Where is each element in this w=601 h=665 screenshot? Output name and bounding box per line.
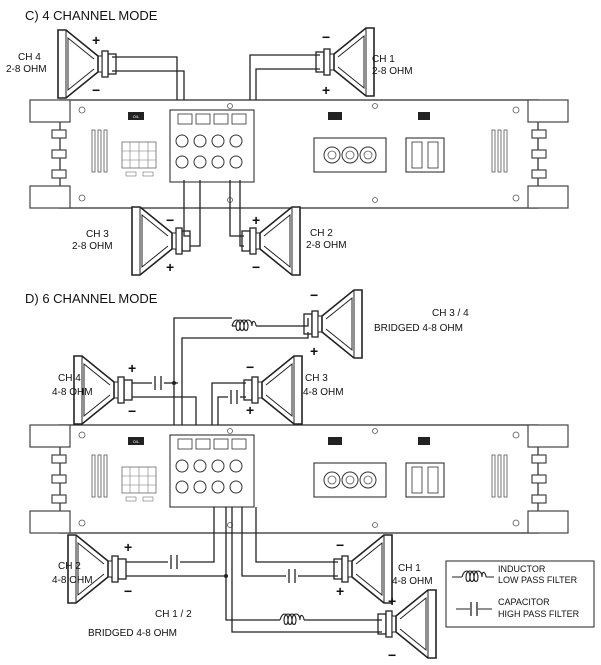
c-ch2-minus: − xyxy=(252,259,260,275)
legend-inductor-line2: LOW PASS FILTER xyxy=(498,575,578,585)
c-ch4-name: CH 4 xyxy=(18,52,41,63)
c-ch2-name: CH 2 xyxy=(310,228,333,239)
speaker-c-ch4 xyxy=(58,30,116,98)
d-ch12-name: CH 1 / 2 xyxy=(155,609,192,620)
capacitor-icon xyxy=(170,554,178,570)
d-ch1-minus: − xyxy=(336,537,344,553)
d-ch2-ohm: 4-8 OHM xyxy=(52,575,93,586)
d-ch4-ohm: 4-8 OHM xyxy=(52,387,93,398)
c-ch3-minus: − xyxy=(166,212,174,228)
capacitor-icon xyxy=(154,375,162,391)
speaker-icon xyxy=(58,30,116,98)
amplifier-c xyxy=(29,99,569,209)
inductor-icon xyxy=(231,319,257,332)
d-ch12-minus: − xyxy=(388,647,396,663)
speaker-icon xyxy=(132,207,190,275)
section-c-title: C) 4 CHANNEL MODE xyxy=(25,8,158,23)
d-ch34-name: CH 3 / 4 xyxy=(432,308,469,319)
d-ch3-plus: + xyxy=(246,402,254,418)
d-ch2-minus: − xyxy=(124,583,132,599)
d-ch1-ohm: 4-8 OHM xyxy=(392,576,433,587)
legend-inductor-line1: INDUCTOR xyxy=(498,564,546,574)
d-ch4-name: CH 4 xyxy=(58,373,81,384)
speaker-icon xyxy=(241,206,301,276)
c-ch4-plus: + xyxy=(92,32,100,48)
legend-inductor: INDUCTOR LOW PASS FILTER xyxy=(452,564,578,585)
c-ch1-name: CH 1 xyxy=(372,54,395,65)
c-ch3-ohm: 2-8 OHM xyxy=(72,241,113,252)
c-ch1-plus: + xyxy=(322,82,330,98)
d-ch1-plus: + xyxy=(336,583,344,599)
speaker-c-ch3 xyxy=(132,207,190,275)
d-ch2-plus: + xyxy=(124,539,132,555)
d-ch4-minus: − xyxy=(128,403,136,419)
capacitor-icon xyxy=(288,568,296,584)
legend-capacitor-line2: HIGH PASS FILTER xyxy=(498,609,580,619)
d-ch3-minus: − xyxy=(246,359,254,375)
c-ch4-minus: − xyxy=(92,82,100,98)
capacitor-icon xyxy=(230,389,238,405)
c-ch2-ohm: 2-8 OHM xyxy=(306,240,347,251)
inductor-icon xyxy=(279,613,305,626)
d-ch34-minus: − xyxy=(310,287,318,303)
d-ch1-name: CH 1 xyxy=(398,563,421,574)
c-ch1-ohm: 2-8 OHM xyxy=(372,66,413,77)
c-ch3-plus: + xyxy=(166,259,174,275)
legend-capacitor-line1: CAPACITOR xyxy=(498,597,550,607)
c-ch3-name: CH 3 xyxy=(86,229,109,240)
c-ch2-plus: + xyxy=(252,212,260,228)
d-ch3-name: CH 3 xyxy=(305,373,328,384)
d-ch2-name: CH 2 xyxy=(58,561,81,572)
d-ch3-ohm: 4-8 OHM xyxy=(303,387,344,398)
d-ch4-plus: + xyxy=(128,360,136,376)
amplifier-icon xyxy=(29,99,569,209)
c-ch1-minus: − xyxy=(322,29,330,45)
d-ch34-ohm: BRIDGED 4-8 OHM xyxy=(374,323,463,334)
legend: INDUCTOR LOW PASS FILTER CAPACITOR HIGH … xyxy=(445,560,595,628)
c-ch4-ohm: 2-8 OHM xyxy=(6,64,47,75)
speaker-c-ch2 xyxy=(241,206,301,276)
wires-c xyxy=(112,54,320,247)
d-ch12-ohm: BRIDGED 4-8 OHM xyxy=(88,628,177,639)
d-ch12-plus: + xyxy=(388,593,396,609)
d-ch34-plus: + xyxy=(310,343,318,359)
section-d-title: D) 6 CHANNEL MODE xyxy=(25,291,158,306)
legend-capacitor: CAPACITOR HIGH PASS FILTER xyxy=(456,597,580,619)
amplifier-icon xyxy=(29,424,569,534)
wires-d xyxy=(126,317,382,633)
amplifier-d xyxy=(29,424,569,534)
